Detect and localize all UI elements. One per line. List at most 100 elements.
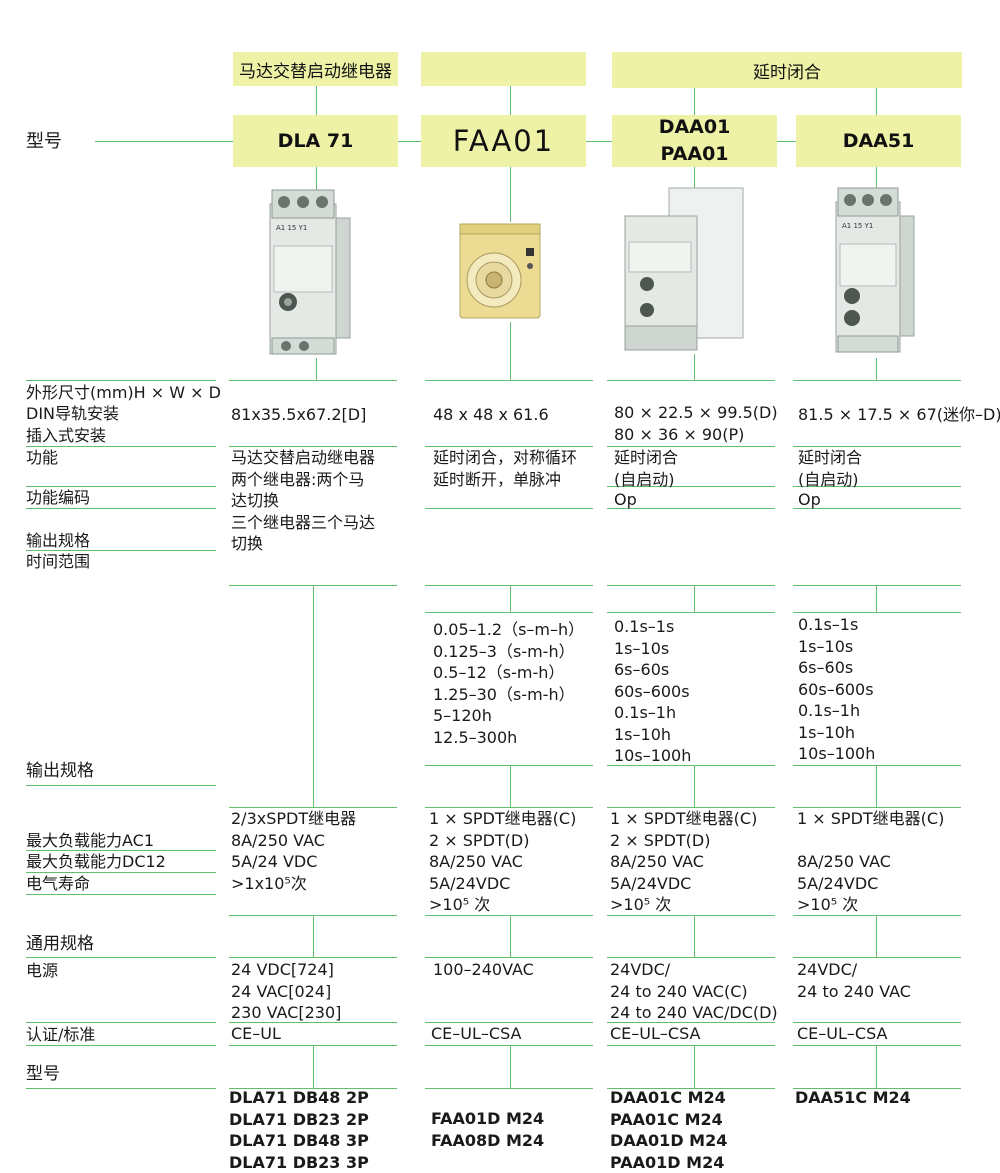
faa-time-range: 0.05–1.2（s–m–h） 0.125–3（s-m-h） 0.5–12（s-… bbox=[433, 619, 584, 748]
label-output-spec: 输出规格 bbox=[26, 530, 90, 551]
terminal-labels: A1 15 Y1 bbox=[276, 224, 307, 232]
faa-time-range-item: 12.5–300h bbox=[433, 727, 584, 749]
daa01-time-range-item: 10s–100h bbox=[614, 745, 691, 767]
model-daa01-paa01: DAA01 PAA01 bbox=[612, 115, 777, 167]
row-line bbox=[26, 380, 216, 381]
row-line bbox=[26, 785, 216, 786]
daa51-output-line: 5A/24VDC bbox=[797, 873, 944, 895]
row-line bbox=[26, 894, 216, 895]
label-time-range: 时间范围 bbox=[26, 551, 90, 572]
dla-function-line: 马达交替启动继电器 bbox=[231, 447, 375, 469]
dla-order-code: DLA71 DB48 2P bbox=[229, 1087, 369, 1109]
faa-time-range-item: 0.125–3（s-m-h） bbox=[433, 641, 584, 663]
faa-order-codes: FAA01D M24 FAA08D M24 bbox=[431, 1108, 544, 1151]
daa01-function-line: 延时闭合 bbox=[614, 447, 678, 469]
daa01-time-range-item: 1s–10s bbox=[614, 638, 691, 660]
connector-line bbox=[876, 1045, 877, 1088]
dla-function-line: 两个继电器:两个马 bbox=[231, 469, 375, 491]
label-max-ac1: 最大负载能力AC1 bbox=[26, 830, 154, 851]
daa51-order-code: DAA51C M24 bbox=[795, 1087, 911, 1109]
faa-dimension-value: 48 x 48 x 61.6 bbox=[433, 404, 549, 426]
daa51-dimensions: 81.5 × 17.5 × 67(迷你–D) bbox=[798, 404, 1000, 426]
daa01-power-line: 24 to 240 VAC(C) bbox=[610, 981, 778, 1003]
label-max-dc12: 最大负载能力DC12 bbox=[26, 851, 166, 872]
connector-line bbox=[694, 765, 695, 807]
dla-output-line: >1x10⁵次 bbox=[231, 873, 356, 895]
label-output-spec-section: 输出规格 bbox=[26, 761, 94, 782]
faa-time-range-item: 1.25–30（s-m-h） bbox=[433, 684, 584, 706]
daa51-dimension-value: 81.5 × 17.5 × 67(迷你–D) bbox=[798, 404, 1000, 426]
row-line bbox=[26, 1088, 216, 1089]
daa51-output-line: 8A/250 VAC bbox=[797, 851, 944, 873]
connector-line bbox=[694, 354, 695, 380]
dla-output: 2/3xSPDT继电器 8A/250 VAC 5A/24 VDC >1x10⁵次 bbox=[231, 808, 356, 894]
daa51-power-line: 24VDC/ bbox=[797, 959, 911, 981]
daa51-time-range-item: 1s–10s bbox=[798, 636, 875, 658]
daa51-output: 1 × SPDT继电器(C) 8A/250 VAC 5A/24VDC >10⁵ … bbox=[797, 808, 944, 916]
connector-line bbox=[316, 358, 317, 380]
model-daa01: DAA01 bbox=[659, 114, 731, 141]
daa51-time-range-item: 10s–100h bbox=[798, 743, 875, 765]
daa51-cert: CE–UL–CSA bbox=[797, 1023, 887, 1045]
dla-order-code: DLA71 DB23 3P bbox=[229, 1152, 369, 1173]
dla-order-codes: DLA71 DB48 2P DLA71 DB23 2P DLA71 DB48 3… bbox=[229, 1087, 369, 1173]
daa01-cert: CE–UL–CSA bbox=[610, 1023, 700, 1045]
label-power: 电源 bbox=[26, 960, 58, 981]
daa01-output-line: 2 × SPDT(D) bbox=[610, 830, 757, 852]
daa51-power: 24VDC/ 24 to 240 VAC bbox=[797, 959, 911, 1002]
dla-power-line: 24 VAC[024] bbox=[231, 981, 341, 1003]
label-dimensions: 外形尺寸(mm)H × W × D bbox=[26, 382, 221, 403]
daa01-output-line: >10⁵ 次 bbox=[610, 894, 757, 916]
dla-cert: CE–UL bbox=[231, 1023, 281, 1045]
connector-line bbox=[313, 585, 314, 807]
daa51-output-line: >10⁵ 次 bbox=[797, 894, 944, 916]
daa01-time-range-item: 60s–600s bbox=[614, 681, 691, 703]
daa51-relay-image: A1 15 Y1 bbox=[826, 186, 922, 358]
connector-line bbox=[510, 86, 511, 115]
model-daa51: DAA51 bbox=[796, 115, 961, 167]
model-dla: DLA 71 bbox=[233, 115, 398, 167]
faa-order-code: FAA08D M24 bbox=[431, 1130, 544, 1152]
header-delay-group: 延时闭合 bbox=[612, 52, 962, 88]
header-dla-title: 马达交替启动继电器 bbox=[233, 52, 398, 86]
daa01-power-line: 24VDC/ bbox=[610, 959, 778, 981]
daa01-order-code: DAA01D M24 bbox=[610, 1130, 727, 1152]
faa-output: 1 × SPDT继电器(C) 2 × SPDT(D) 8A/250 VAC 5A… bbox=[429, 808, 576, 916]
daa01-output-line: 8A/250 VAC bbox=[610, 851, 757, 873]
daa51-time-range-item: 60s–600s bbox=[798, 679, 875, 701]
connector-line bbox=[510, 1045, 511, 1088]
faa-order-code: FAA01D M24 bbox=[431, 1108, 544, 1130]
header-faa-title bbox=[421, 52, 586, 86]
faa01-relay-image bbox=[456, 218, 548, 322]
dla-function-line: 达切换 bbox=[231, 490, 375, 512]
faa-dimensions: 48 x 48 x 61.6 bbox=[433, 404, 549, 426]
faa-cert: CE–UL–CSA bbox=[431, 1023, 521, 1045]
daa01-function-code: Op bbox=[614, 489, 637, 511]
daa01-power-line: 24 to 240 VAC/DC(D) bbox=[610, 1002, 778, 1024]
label-plugin: 插入式安装 bbox=[26, 425, 106, 446]
connector-line bbox=[694, 88, 695, 115]
daa51-time-range: 0.1s–1s 1s–10s 6s–60s 60s–600s 0.1s–1h 1… bbox=[798, 614, 875, 765]
daa01-output-line: 5A/24VDC bbox=[610, 873, 757, 895]
faa-function-line: 延时闭合，对称循环 bbox=[433, 447, 577, 469]
row-line bbox=[26, 508, 216, 509]
daa01-relay-image bbox=[621, 186, 746, 354]
daa51-time-range-item: 0.1s–1s bbox=[798, 614, 875, 636]
label-cert: 认证/标准 bbox=[26, 1024, 95, 1045]
row-line bbox=[26, 1022, 216, 1023]
daa51-power-line: 24 to 240 VAC bbox=[797, 981, 911, 1003]
daa01-power: 24VDC/ 24 to 240 VAC(C) 24 to 240 VAC/DC… bbox=[610, 959, 778, 1024]
dla-function-line: 切换 bbox=[231, 533, 375, 555]
daa01-dimensions: 80 × 22.5 × 99.5(D) 80 × 36 × 90(P) bbox=[614, 402, 778, 445]
faa-power: 100–240VAC bbox=[433, 959, 534, 981]
dla-function: 马达交替启动继电器 两个继电器:两个马 达切换 三个继电器三个马达 切换 bbox=[231, 447, 375, 555]
daa51-function-line: 延时闭合 bbox=[798, 447, 862, 469]
daa01-output-line: 1 × SPDT继电器(C) bbox=[610, 808, 757, 830]
dla-dimensions: 81x35.5x67.2[D] bbox=[231, 404, 366, 426]
connector-line bbox=[694, 915, 695, 957]
faa-output-line: 2 × SPDT(D) bbox=[429, 830, 576, 852]
dla71-relay-image: A1 15 Y1 bbox=[256, 188, 356, 360]
daa01-time-range: 0.1s–1s 1s–10s 6s–60s 60s–600s 0.1s–1h 1… bbox=[614, 616, 691, 767]
daa01-dimension-value: 80 × 22.5 × 99.5(D) bbox=[614, 402, 778, 424]
connector-line bbox=[316, 86, 317, 115]
